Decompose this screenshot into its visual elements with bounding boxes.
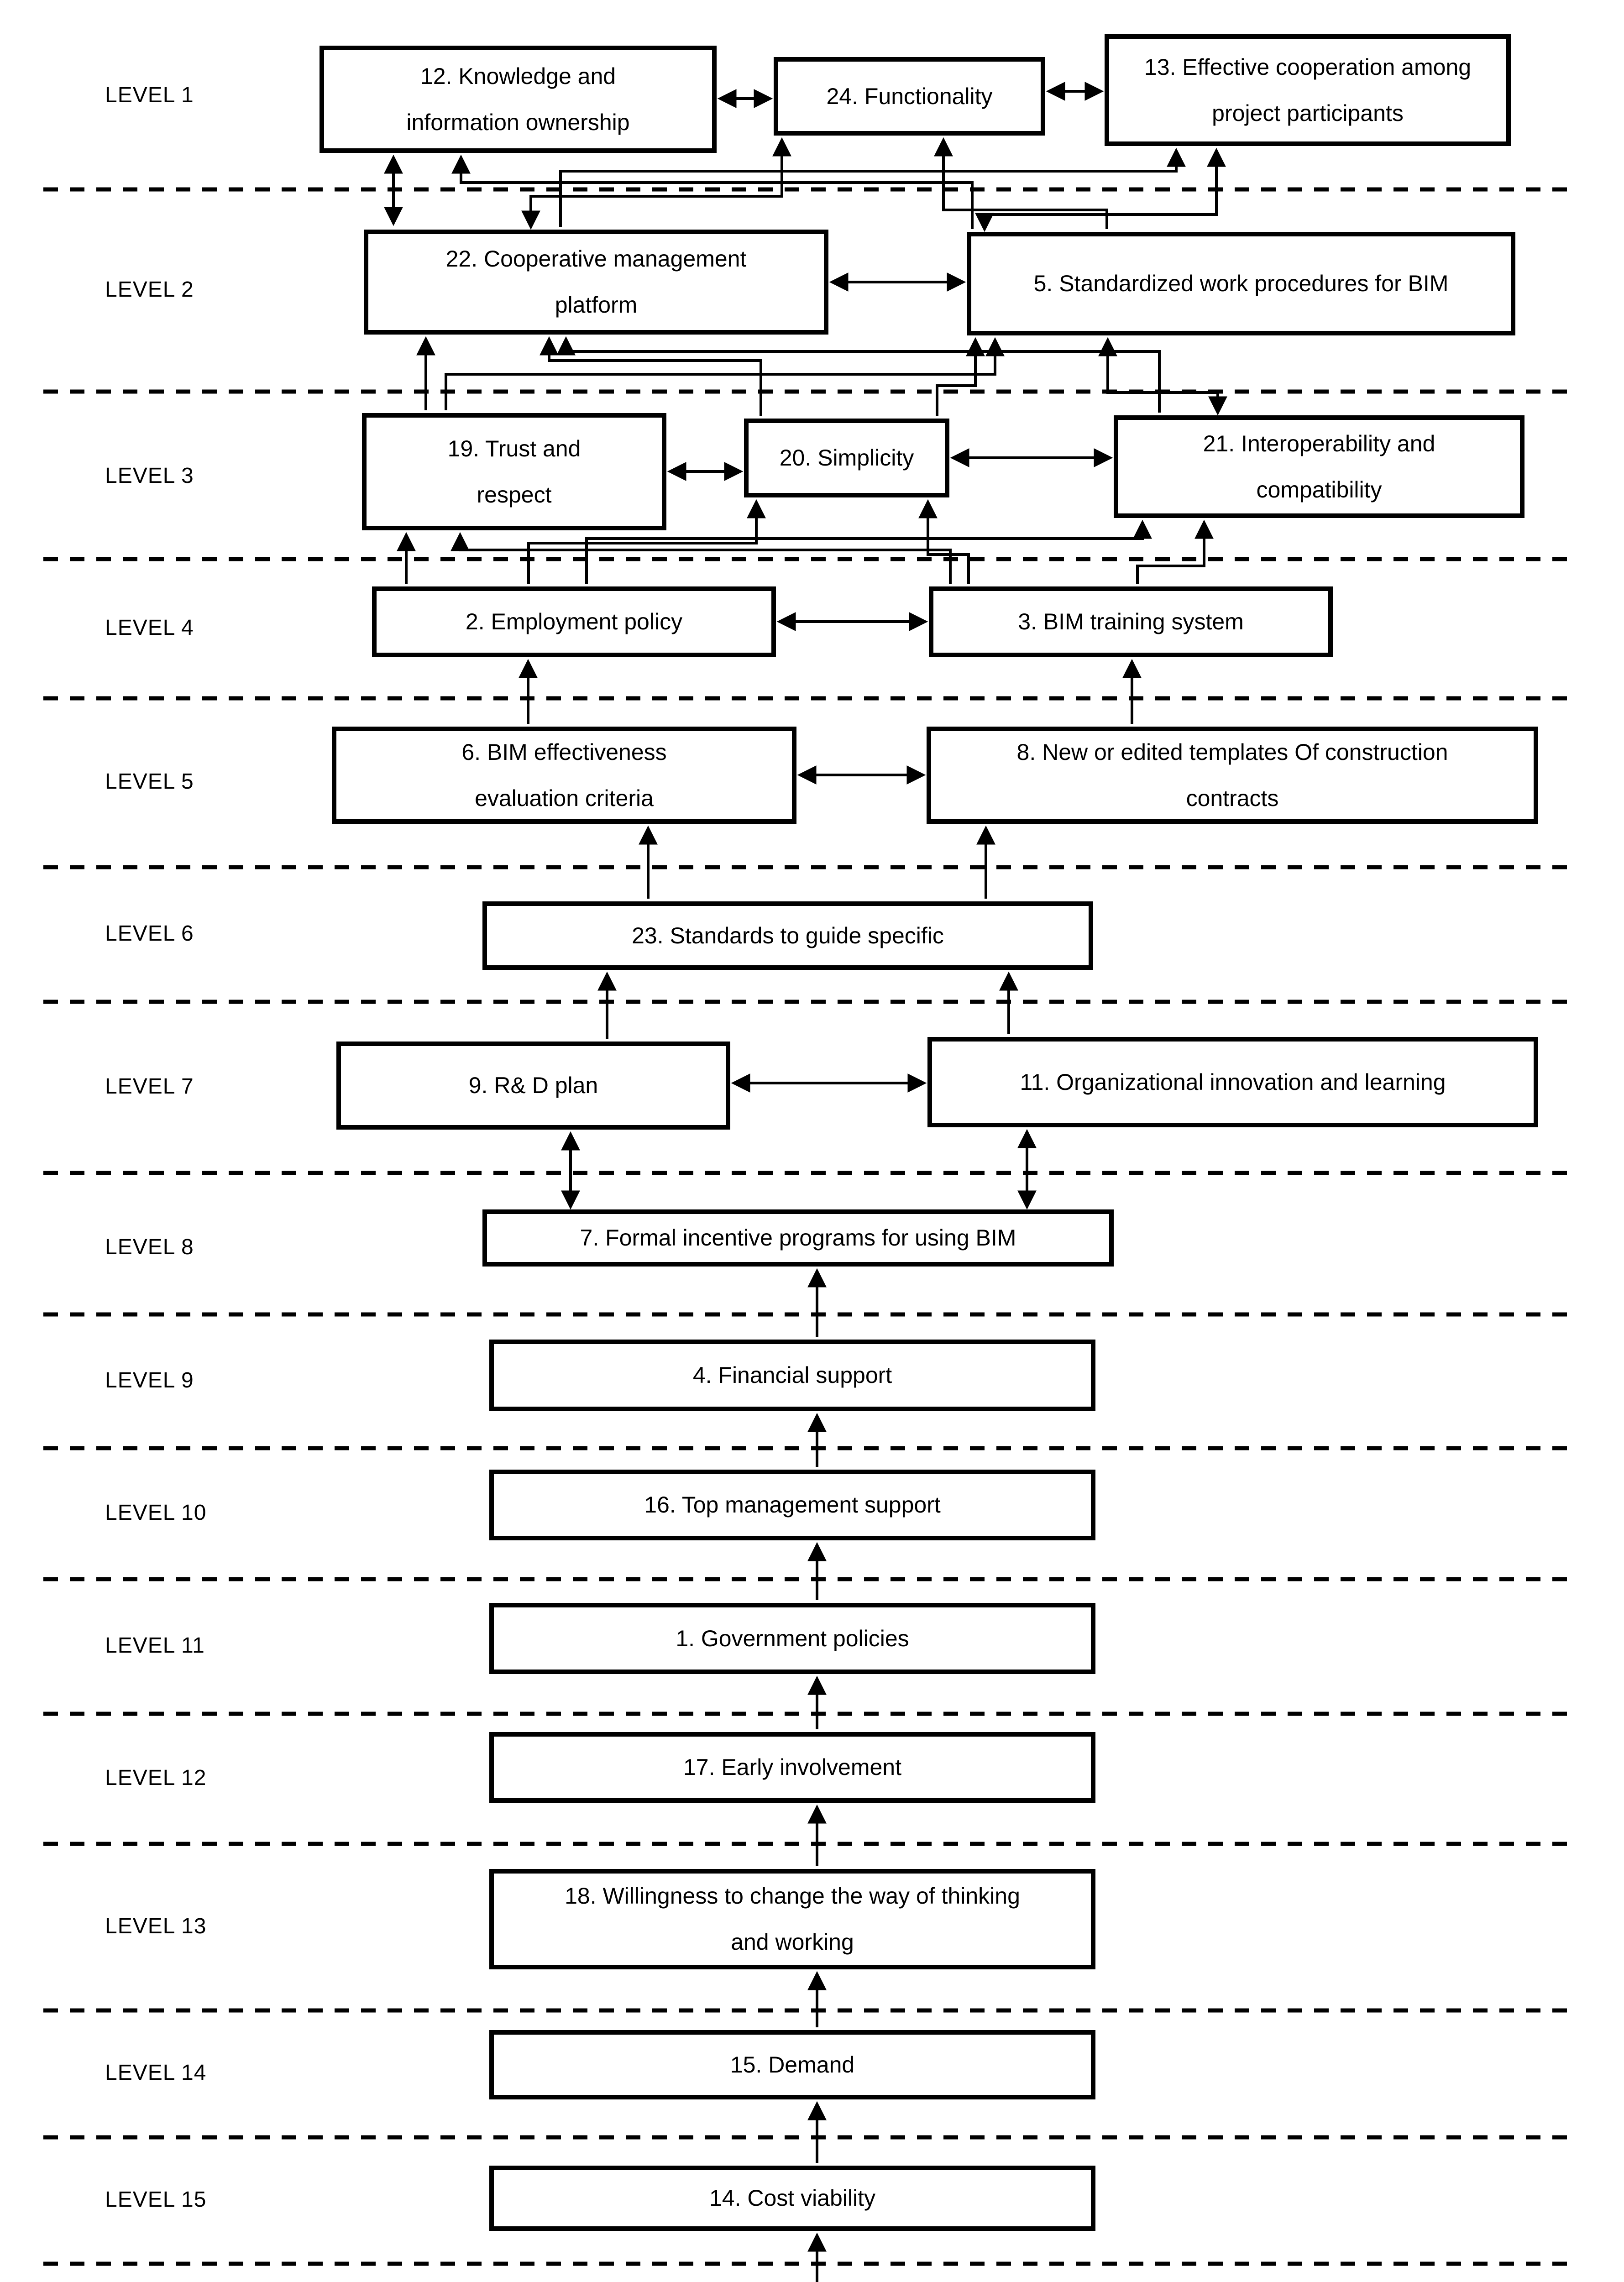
factor-box-21: 21. Interoperability and compatibility	[1114, 415, 1524, 518]
factor-box-5: 5. Standardized work procedures for BIM	[967, 232, 1515, 335]
factor-box-13: 13. Effective cooperation among project …	[1105, 34, 1511, 146]
factor-box-18: 18. Willingness to change the way of thi…	[489, 1869, 1095, 1969]
factor-box-6: 6. BIM effectiveness evaluation criteria	[332, 727, 796, 824]
arrow-lines	[384, 82, 1227, 2282]
factor-box-9: 9. R& D plan	[336, 1042, 730, 1130]
factor-box-14: 14. Cost viability	[489, 2166, 1095, 2231]
factor-box-3: 3. BIM training system	[929, 586, 1333, 657]
level-label-14: LEVEL 14	[105, 2061, 207, 2085]
factor-box-8: 8. New or edited templates Of constructi…	[927, 727, 1538, 824]
factor-box-4: 4. Financial support	[489, 1340, 1095, 1411]
factor-box-24: 24. Functionality	[774, 57, 1045, 136]
level-label-12: LEVEL 12	[105, 1766, 207, 1790]
level-label-9: LEVEL 9	[105, 1368, 194, 1392]
factor-box-11: 11. Organizational innovation and learni…	[927, 1037, 1538, 1127]
level-label-5: LEVEL 5	[105, 769, 194, 794]
factor-box-12: 12. Knowledge and information ownership	[320, 46, 717, 153]
factor-box-1: 1. Government policies	[489, 1603, 1095, 1674]
factor-box-15: 15. Demand	[489, 2030, 1095, 2099]
level-label-6: LEVEL 6	[105, 921, 194, 946]
factor-box-17: 17. Early involvement	[489, 1732, 1095, 1803]
level-label-3: LEVEL 3	[105, 464, 194, 488]
level-divider-lines	[43, 187, 1572, 2266]
level-label-4: LEVEL 4	[105, 616, 194, 640]
factor-box-23: 23. Standards to guide specific	[482, 901, 1093, 970]
factor-box-2: 2. Employment policy	[372, 586, 776, 657]
factor-box-22: 22. Cooperative management platform	[364, 230, 828, 335]
factor-box-7: 7. Formal incentive programs for using B…	[482, 1209, 1114, 1267]
factor-box-20: 20. Simplicity	[744, 419, 949, 497]
level-label-7: LEVEL 7	[105, 1074, 194, 1099]
level-label-10: LEVEL 10	[105, 1501, 207, 1525]
level-label-1: LEVEL 1	[105, 83, 194, 107]
factor-box-16: 16. Top management support	[489, 1470, 1095, 1540]
level-label-15: LEVEL 15	[105, 2188, 207, 2212]
level-label-11: LEVEL 11	[105, 1633, 205, 1658]
level-label-13: LEVEL 13	[105, 1914, 207, 1938]
factor-box-19: 19. Trust and respect	[362, 413, 666, 530]
level-label-2: LEVEL 2	[105, 277, 194, 302]
level-label-8: LEVEL 8	[105, 1235, 194, 1259]
